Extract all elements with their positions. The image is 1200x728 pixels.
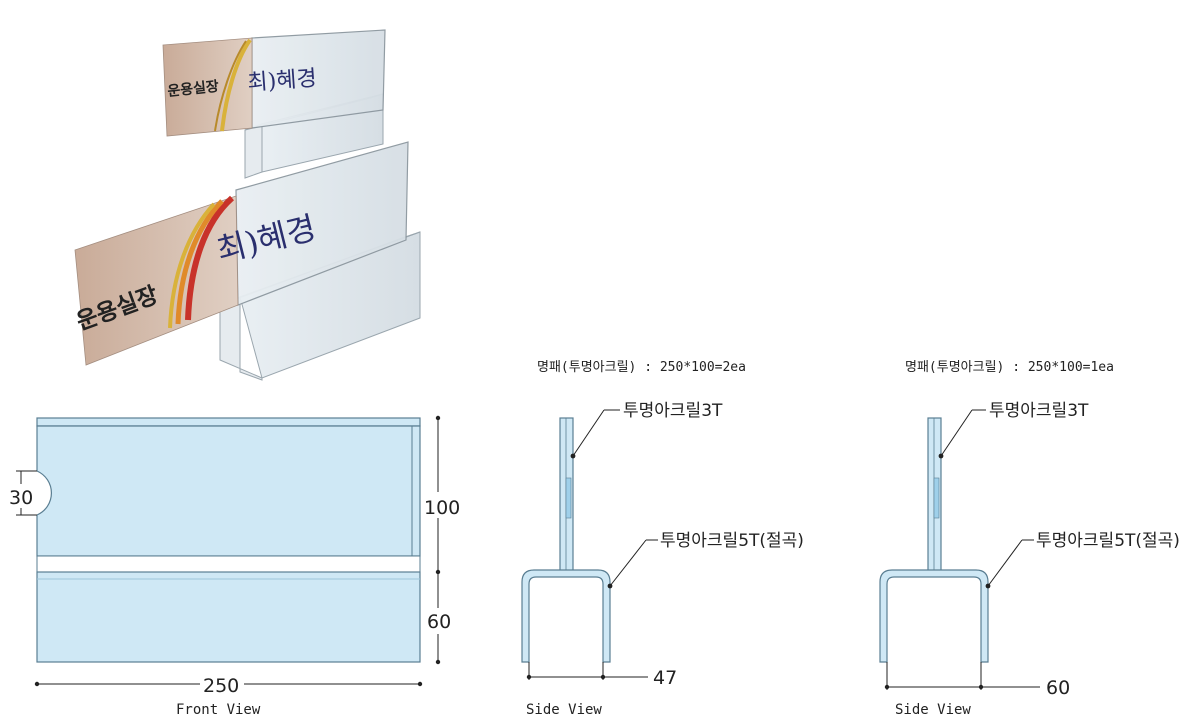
dim-width: 250	[203, 675, 239, 697]
side2-caption: Side View	[895, 702, 971, 718]
top-plate-title: 운용실장	[167, 78, 220, 100]
front-view: 100 60 30 250 Front View	[8, 415, 460, 718]
front-plate-body	[36, 425, 421, 557]
side1-label-base: 투명아크릴5T(절곡)	[660, 531, 804, 551]
top-plate-name: 최)혜경	[247, 66, 318, 96]
front-plate-upper	[36, 417, 421, 427]
side2-base	[879, 569, 989, 663]
side1-spec: 명패(투명아크릴) : 250*100=2ea	[537, 360, 746, 375]
side2-dim-depth: 60	[1046, 677, 1070, 699]
side-view-2: 명패(투명아크릴) : 250*100=1ea 투명아크릴3T 투명아크릴5T(…	[879, 360, 1180, 718]
side1-base	[521, 569, 611, 663]
front-base-lower	[36, 571, 421, 663]
side1-dim-depth: 47	[653, 667, 677, 689]
side2-label-plate: 투명아크릴3T	[989, 401, 1089, 421]
side2-label-base: 투명아크릴5T(절곡)	[1036, 531, 1180, 551]
dim-cutout: 30	[9, 487, 33, 509]
render-3d-bottom: 운용실장 최)혜경	[73, 141, 421, 381]
dim-upper-height: 100	[424, 497, 460, 519]
side-view-1: 명패(투명아크릴) : 250*100=2ea 투명아크릴3T 투명아크릴5T(…	[521, 360, 804, 718]
dim-lower-height: 60	[427, 611, 451, 633]
side1-label-plate: 투명아크릴3T	[623, 401, 723, 421]
side2-spec: 명패(투명아크릴) : 250*100=1ea	[905, 360, 1114, 375]
front-view-caption: Front View	[176, 702, 261, 718]
render-3d-top: 운용실장 최)혜경	[162, 29, 386, 179]
side1-caption: Side View	[526, 702, 602, 718]
